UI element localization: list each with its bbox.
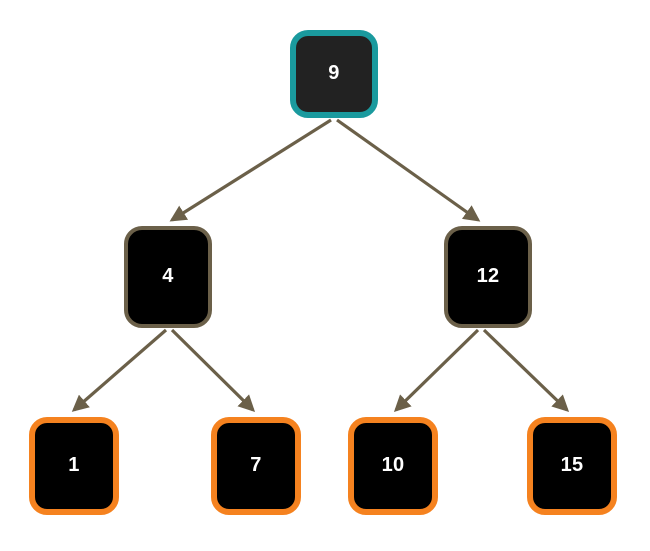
tree-node-label: 7 [250, 454, 262, 476]
tree-edge-n12-to-n10 [393, 328, 480, 413]
tree-node-12[interactable]: 12 [444, 226, 532, 328]
tree-edge-n9-to-n12 [336, 118, 481, 222]
tree-node-label: 15 [560, 454, 584, 476]
tree-edge-n4-to-n1 [71, 328, 168, 412]
tree-node-9[interactable]: 9 [290, 30, 378, 118]
tree-edge-n4-to-n7 [170, 328, 256, 413]
tree-node-label: 12 [476, 265, 500, 287]
tree-node-15[interactable]: 15 [527, 417, 617, 515]
tree-node-4[interactable]: 4 [124, 226, 212, 328]
tree-edge-n9-to-n4 [169, 118, 332, 222]
tree-node-10[interactable]: 10 [348, 417, 438, 515]
tree-node-7[interactable]: 7 [211, 417, 301, 515]
tree-node-label: 1 [68, 454, 80, 476]
tree-node-label: 4 [162, 265, 174, 287]
tree-node-label: 9 [328, 62, 340, 84]
tree-node-label: 10 [381, 454, 405, 476]
tree-node-1[interactable]: 1 [29, 417, 119, 515]
tree-edge-n12-to-n15 [482, 328, 570, 412]
